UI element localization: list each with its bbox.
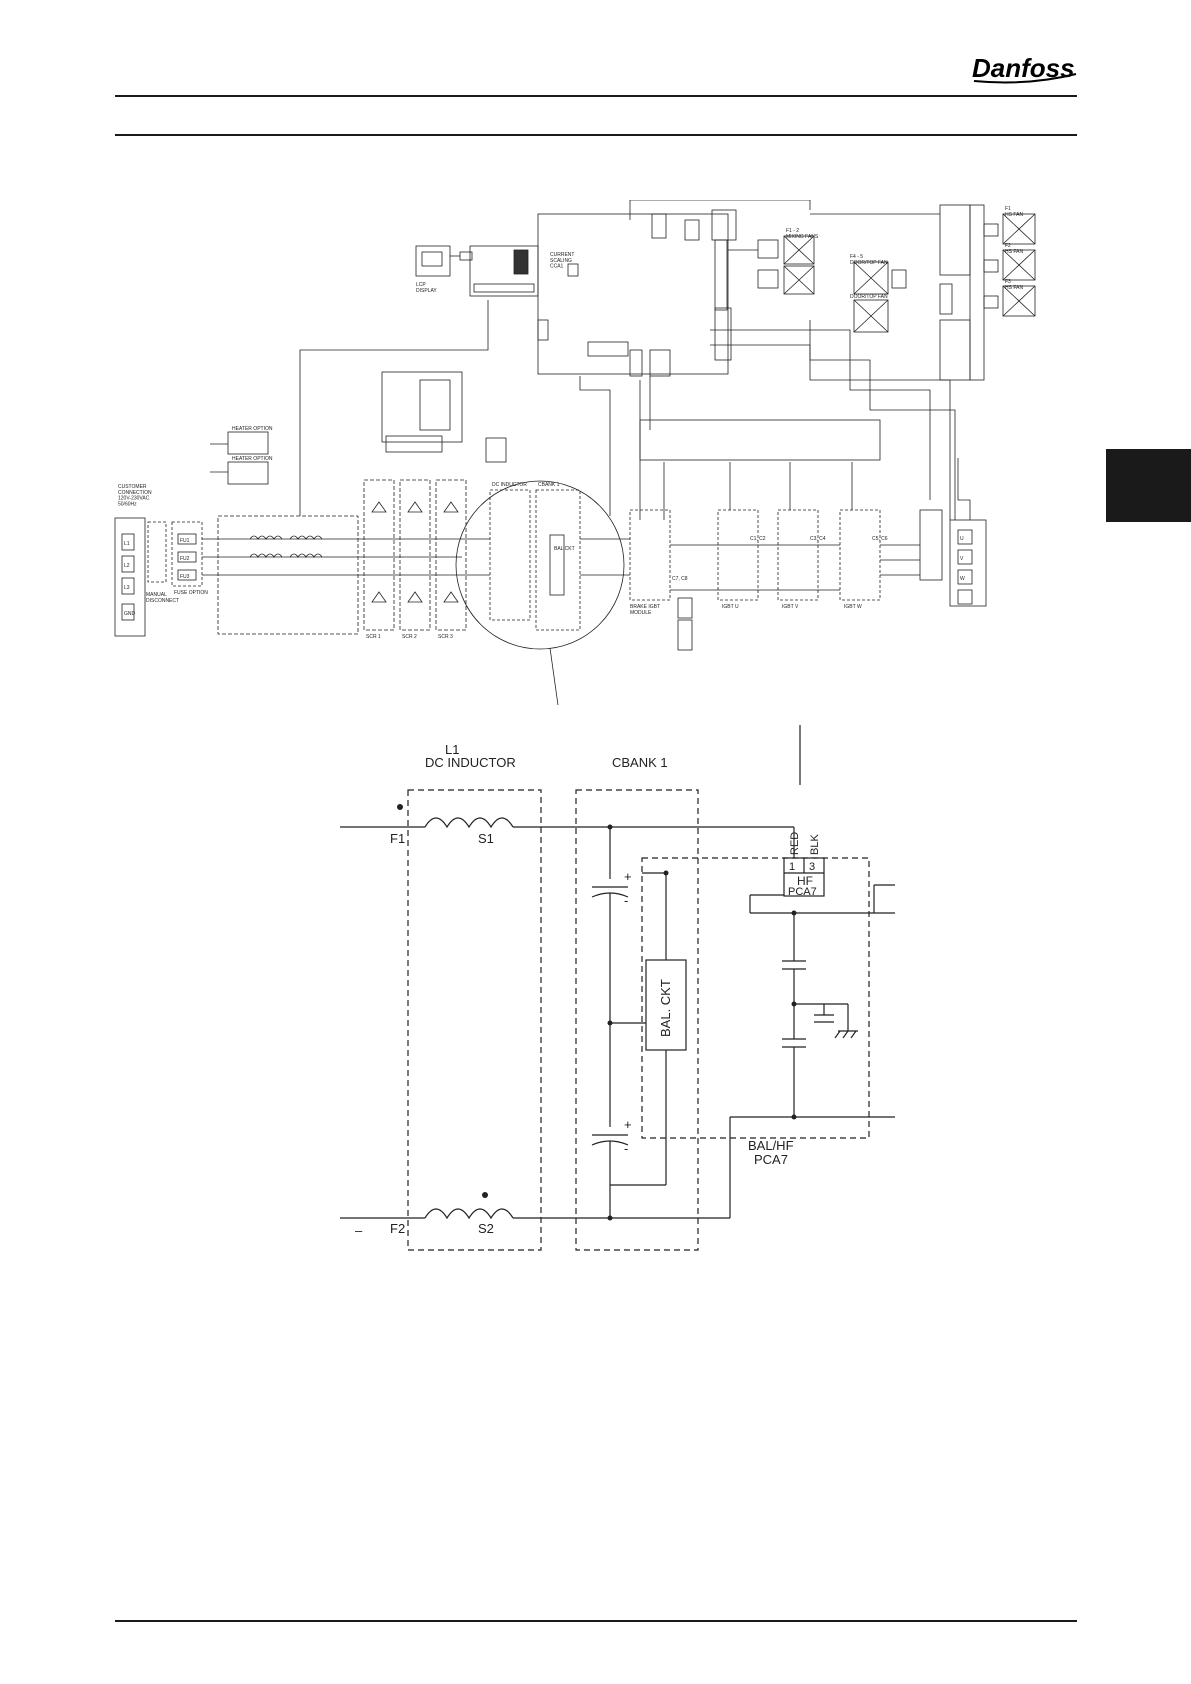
footer-rule bbox=[115, 1620, 1077, 1622]
fu2-label: FU2 bbox=[180, 556, 190, 562]
door-top-fan-b-label: DOOR/TOP FAN bbox=[850, 294, 888, 300]
scr-2 bbox=[399, 479, 431, 631]
fu1-label: FU1 bbox=[180, 538, 190, 544]
input-l2-label: L2 bbox=[124, 563, 130, 569]
mixing-fan-2 bbox=[783, 265, 815, 295]
balhf-pca7-label: PCA7 bbox=[754, 1152, 788, 1167]
cap-upper-plus: + bbox=[624, 869, 632, 884]
header-rule-top bbox=[115, 95, 1077, 97]
detail-schematic: L1 DC INDUCTOR CBANK 1 F1 S1 F2 S2 – + -… bbox=[340, 725, 895, 1251]
hf-pin1-label: 1 bbox=[789, 861, 795, 873]
scr-1-label: SCR 1 bbox=[366, 634, 381, 640]
output-w-label: W bbox=[960, 576, 965, 582]
caps-brake-label: C7, C8 bbox=[672, 576, 688, 582]
balhf-label: BAL/HF bbox=[748, 1138, 794, 1153]
output-u-label: U bbox=[960, 536, 964, 542]
hf-pin3-label: 3 bbox=[809, 861, 815, 873]
door-top-fan-2 bbox=[853, 299, 889, 333]
input-l3-label: L3 bbox=[124, 585, 130, 591]
door-top-fan-1 bbox=[853, 261, 889, 295]
bal-ckt-small-label: BAL CKT bbox=[554, 546, 575, 552]
power-card bbox=[381, 371, 463, 443]
igbt-u-label: IGBT U bbox=[722, 604, 739, 610]
hs-fan-2 bbox=[1002, 249, 1036, 281]
heater-option-1-label: HEATER OPTION bbox=[232, 426, 273, 432]
igbt-v bbox=[777, 509, 819, 601]
igbt-w-label: IGBT W bbox=[844, 604, 862, 610]
cap-lower-plus: + bbox=[624, 1117, 632, 1132]
detail-s2-label: S2 bbox=[478, 1221, 494, 1236]
bal-ckt-label: BAL. CKT bbox=[658, 979, 673, 1037]
detail-l1-label: L1 bbox=[445, 742, 459, 757]
input-l1-label: L1 bbox=[124, 541, 130, 547]
heater-option-2 bbox=[227, 461, 269, 485]
detail-minus-sign: – bbox=[355, 1223, 363, 1238]
heater-option-1 bbox=[227, 431, 269, 455]
hf-pca7-label: PCA7 bbox=[788, 886, 817, 898]
gate-drive-board bbox=[639, 419, 881, 461]
hf-label: HF bbox=[797, 874, 813, 888]
polarity-dot-top bbox=[397, 804, 403, 810]
caps-1-label: C1, C2 bbox=[750, 536, 766, 542]
igbt-u bbox=[717, 509, 759, 601]
inductor-top-coil bbox=[424, 817, 514, 829]
logo-swoosh bbox=[973, 73, 1077, 84]
fan-terminal-block bbox=[969, 204, 985, 381]
caps-3-label: C5, C6 bbox=[872, 536, 888, 542]
polarity-dot-bottom bbox=[482, 1192, 488, 1198]
hs-fan-1 bbox=[1002, 213, 1036, 245]
detail-cbank-label: CBANK 1 bbox=[612, 755, 668, 770]
detail-f2-label: F2 bbox=[390, 1221, 405, 1236]
control-card bbox=[537, 213, 729, 375]
wire-red-label: RED bbox=[789, 832, 801, 855]
lcp-screen bbox=[421, 251, 443, 267]
dc-inductor-small-label: DC INDUCTOR bbox=[492, 482, 527, 488]
cap-upper-minus: - bbox=[624, 893, 628, 908]
fu3-label: FU3 bbox=[180, 574, 190, 580]
scr-3 bbox=[435, 479, 467, 631]
dc-inductor-box bbox=[407, 789, 542, 1251]
igbt-v-label: IGBT V bbox=[782, 604, 799, 610]
input-gnd-label: GND bbox=[124, 611, 136, 617]
fuse-option-label: FUSE OPTION bbox=[174, 590, 208, 596]
balhf-box bbox=[641, 857, 870, 1139]
hs-fan-3 bbox=[1002, 285, 1036, 317]
heater-option-2-label: HEATER OPTION bbox=[232, 456, 273, 462]
igbt-w bbox=[839, 509, 881, 601]
lcp-display-box bbox=[415, 245, 451, 277]
detail-s1-label: S1 bbox=[478, 831, 494, 846]
brake-igbt-module bbox=[629, 509, 671, 601]
scr-2-label: SCR 2 bbox=[402, 634, 417, 640]
cap-lower-minus: - bbox=[624, 1141, 628, 1156]
cbank-small-label: CBANK 1 bbox=[538, 482, 560, 488]
cbank-box bbox=[575, 789, 699, 1251]
caps-2-label: C3, C4 bbox=[810, 536, 826, 542]
output-v-label: V bbox=[960, 556, 964, 562]
detail-dc-inductor-label: DC INDUCTOR bbox=[425, 755, 516, 770]
scr-1 bbox=[363, 479, 395, 631]
header-rule-bottom bbox=[115, 134, 1077, 136]
detail-callout-circle bbox=[455, 480, 625, 650]
section-tab bbox=[1106, 449, 1191, 522]
output-terminal bbox=[949, 519, 987, 607]
scr-3-label: SCR 3 bbox=[438, 634, 453, 640]
danfoss-logo: Danfoss bbox=[972, 53, 1077, 84]
inductor-bottom-coil bbox=[424, 1208, 514, 1220]
mixing-fan-1 bbox=[783, 235, 815, 265]
wire-blk-label: BLK bbox=[809, 834, 821, 855]
detail-f1-label: F1 bbox=[390, 831, 405, 846]
input-terminal bbox=[114, 517, 146, 637]
